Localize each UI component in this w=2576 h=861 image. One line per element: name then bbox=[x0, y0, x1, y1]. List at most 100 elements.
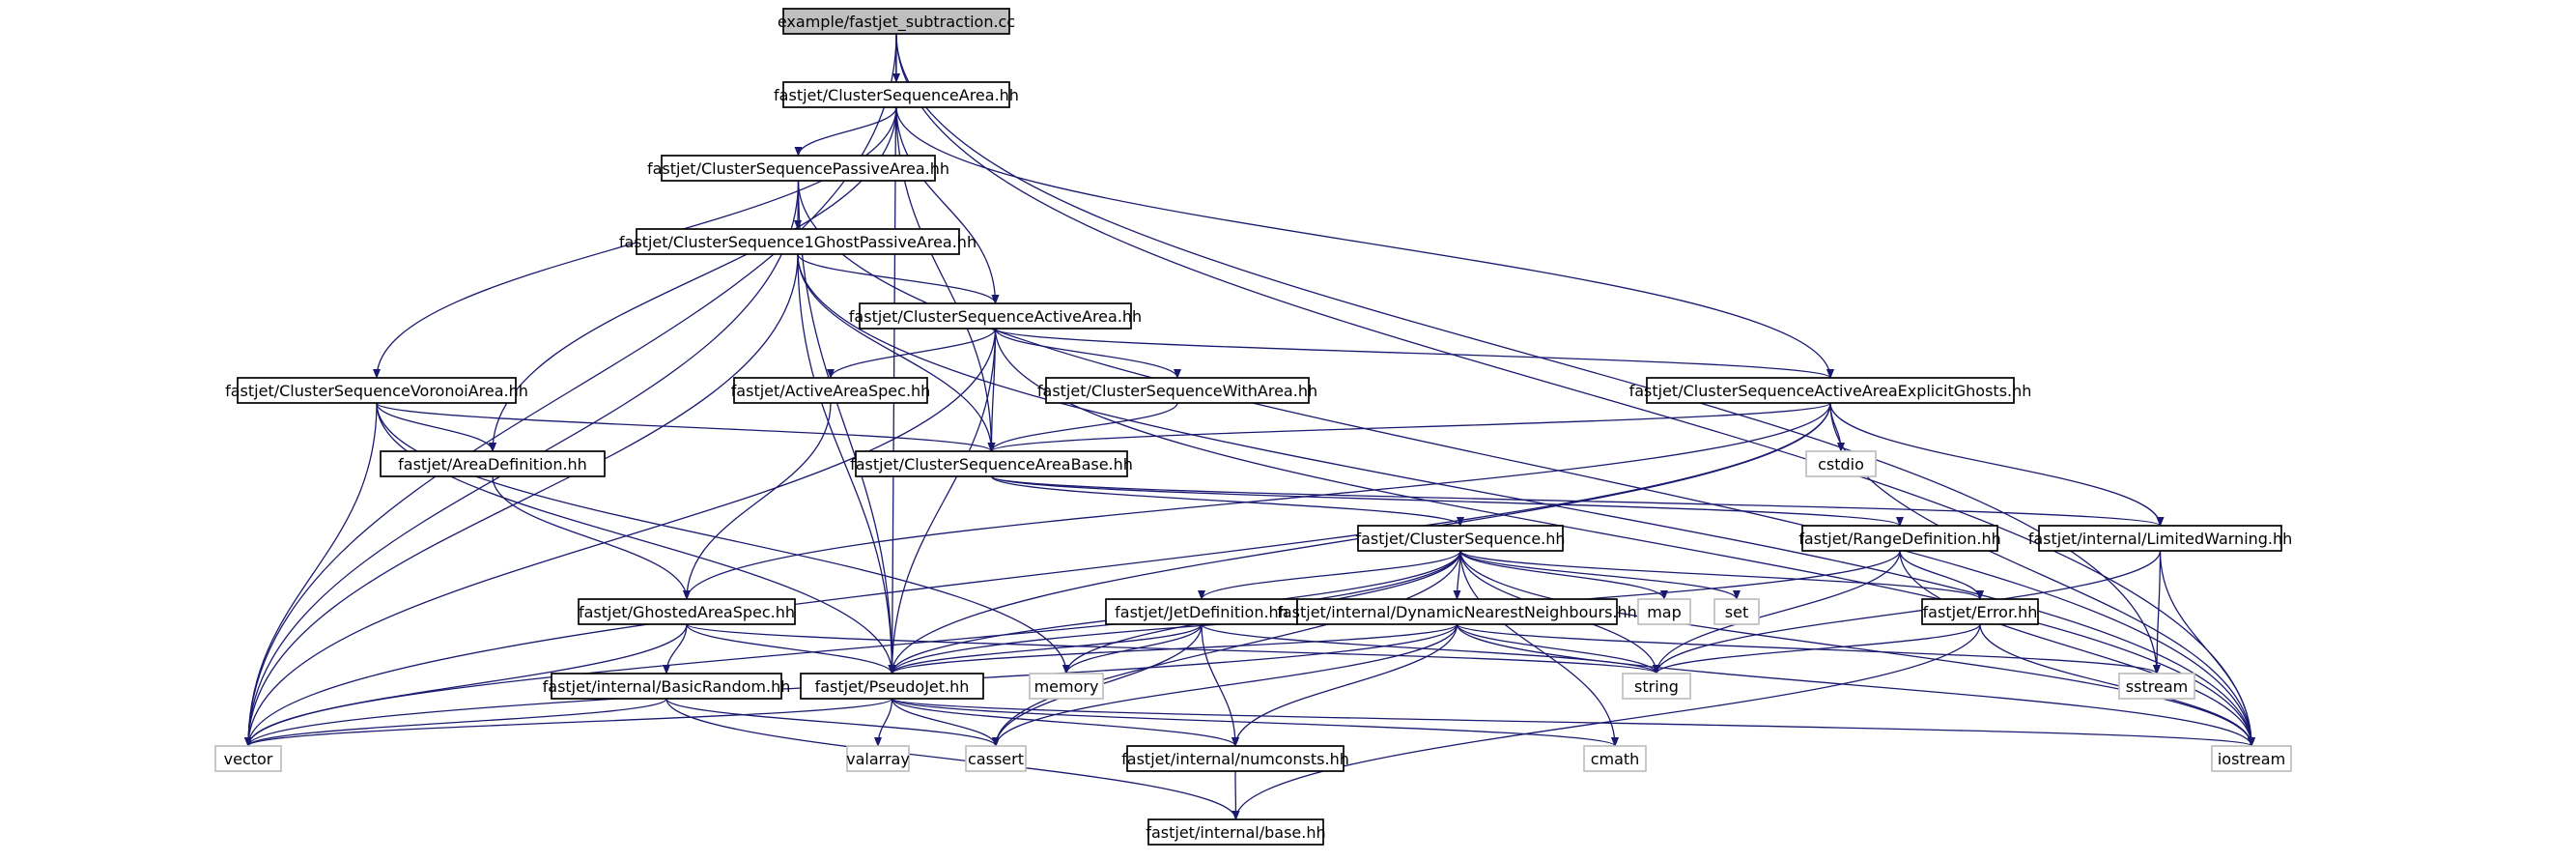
edge-csa-to-csaeg bbox=[895, 106, 1834, 379]
edge-cswa-to-csab bbox=[987, 402, 1178, 452]
edge-csva-to-csab bbox=[376, 402, 996, 452]
edge-root-to-sstream bbox=[895, 33, 2161, 674]
node-label-cspa: fastjet/ClusterSequencePassiveArea.hh bbox=[647, 159, 949, 178]
node-valarray: valarray bbox=[846, 745, 910, 772]
node-lw[interactable]: fastjet/internal/LimitedWarning.hh bbox=[2028, 525, 2293, 552]
node-cs1g[interactable]: fastjet/ClusterSequence1GhostPassiveArea… bbox=[619, 228, 977, 255]
node-gas[interactable]: fastjet/GhostedAreaSpec.hh bbox=[578, 598, 796, 625]
edge-cspa-to-pj bbox=[797, 180, 896, 674]
node-csaeg[interactable]: fastjet/ClusterSequenceActiveAreaExplici… bbox=[1629, 377, 2032, 404]
node-csva[interactable]: fastjet/ClusterSequenceVoronoiArea.hh bbox=[225, 377, 528, 404]
edge-err-to-string bbox=[1653, 623, 1981, 674]
node-cmath: cmath bbox=[1583, 745, 1647, 772]
edge-csva-to-pj bbox=[376, 402, 896, 674]
node-box-aas bbox=[733, 377, 928, 404]
edge-dnn-to-pj bbox=[888, 623, 1458, 674]
node-box-cs1g bbox=[636, 228, 960, 255]
node-jd[interactable]: fastjet/JetDefinition.hh bbox=[1105, 598, 1298, 625]
node-box-br bbox=[551, 673, 782, 700]
node-label-base: fastjet/internal/base.hh bbox=[1146, 823, 1325, 842]
node-label-jd: fastjet/JetDefinition.hh bbox=[1115, 603, 1288, 621]
node-box-nc bbox=[1126, 745, 1345, 772]
node-box-cstdio bbox=[1805, 450, 1877, 477]
node-csa[interactable]: fastjet/ClusterSequenceArea.hh bbox=[774, 81, 1019, 108]
node-root[interactable]: example/fastjet_subtraction.cc bbox=[778, 8, 1015, 35]
edge-dnn-to-nc bbox=[1231, 623, 1458, 747]
node-memory: memory bbox=[1029, 673, 1104, 700]
node-cswa[interactable]: fastjet/ClusterSequenceWithArea.hh bbox=[1037, 377, 1317, 404]
node-nc[interactable]: fastjet/internal/numconsts.hh bbox=[1121, 745, 1349, 772]
edge-csaa-to-pj bbox=[888, 328, 997, 674]
edge-root-to-pj bbox=[888, 33, 897, 674]
edge-csaeg-to-vector bbox=[244, 402, 1831, 747]
node-err[interactable]: fastjet/Error.hh bbox=[1921, 598, 2039, 625]
node-label-string: string bbox=[1634, 677, 1679, 696]
node-box-lw bbox=[2038, 525, 2282, 552]
edge-br-to-cassert bbox=[665, 698, 1000, 747]
node-box-rd bbox=[1801, 525, 1998, 552]
edge-jd-to-string bbox=[1201, 623, 1660, 674]
node-base[interactable]: fastjet/internal/base.hh bbox=[1146, 818, 1326, 846]
edge-root-to-iostream bbox=[895, 33, 2255, 747]
node-set: set bbox=[1713, 598, 1760, 625]
node-aas[interactable]: fastjet/ActiveAreaSpec.hh bbox=[731, 377, 931, 404]
edge-dnn-to-sstream bbox=[1456, 623, 2161, 674]
node-cs[interactable]: fastjet/ClusterSequence.hh bbox=[1355, 525, 1566, 552]
node-rd[interactable]: fastjet/RangeDefinition.hh bbox=[1798, 525, 2001, 552]
node-csaa[interactable]: fastjet/ClusterSequenceActiveArea.hh bbox=[849, 302, 1142, 330]
node-box-valarray bbox=[846, 745, 910, 772]
node-iostream: iostream bbox=[2211, 745, 2292, 772]
node-label-rd: fastjet/RangeDefinition.hh bbox=[1798, 530, 2001, 548]
node-box-iostream bbox=[2211, 745, 2292, 772]
node-box-err bbox=[1921, 598, 2039, 625]
node-label-map: map bbox=[1647, 603, 1682, 621]
node-label-valarray: valarray bbox=[846, 750, 910, 768]
edge-br-to-base bbox=[665, 698, 1240, 820]
node-label-gas: fastjet/GhostedAreaSpec.hh bbox=[579, 603, 795, 621]
node-box-csaa bbox=[859, 302, 1132, 330]
edge-csaa-to-cswa bbox=[994, 328, 1181, 379]
node-box-cassert bbox=[965, 745, 1027, 772]
edge-csaa-to-vector bbox=[244, 328, 997, 747]
edge-csab-to-rd bbox=[990, 475, 1904, 527]
node-box-base bbox=[1147, 818, 1324, 846]
node-label-set: set bbox=[1725, 603, 1748, 621]
node-vector: vector bbox=[214, 745, 282, 772]
node-string: string bbox=[1622, 673, 1691, 700]
edge-cs-to-jd bbox=[1198, 550, 1461, 600]
node-box-csa bbox=[782, 81, 1010, 108]
node-label-csva: fastjet/ClusterSequenceVoronoiArea.hh bbox=[225, 382, 528, 400]
node-label-nc: fastjet/internal/numconsts.hh bbox=[1121, 750, 1349, 768]
node-label-vector: vector bbox=[224, 750, 273, 768]
node-cspa[interactable]: fastjet/ClusterSequencePassiveArea.hh bbox=[647, 155, 949, 182]
node-label-csab: fastjet/ClusterSequenceAreaBase.hh bbox=[850, 455, 1133, 474]
edge-rd-to-err bbox=[1899, 550, 1984, 600]
edge-jd-to-memory bbox=[1062, 623, 1203, 674]
edge-jd-to-nc bbox=[1201, 623, 1239, 747]
edge-csa-to-csaa bbox=[895, 106, 1000, 304]
edge-cs1g-to-csaa bbox=[797, 253, 1000, 304]
node-label-csaeg: fastjet/ClusterSequenceActiveAreaExplici… bbox=[1629, 382, 2032, 400]
node-dnn[interactable]: fastjet/internal/DynamicNearestNeighbour… bbox=[1277, 598, 1637, 625]
node-box-map bbox=[1637, 598, 1691, 625]
edge-dnn-to-iostream bbox=[1456, 623, 2255, 747]
edge-csaa-to-csaeg bbox=[994, 328, 1834, 379]
node-label-ad: fastjet/AreaDefinition.hh bbox=[398, 455, 587, 474]
edge-rd-to-string bbox=[1653, 550, 1901, 674]
node-br[interactable]: fastjet/internal/BasicRandom.hh bbox=[543, 673, 791, 700]
node-csab[interactable]: fastjet/ClusterSequenceAreaBase.hh bbox=[850, 450, 1133, 477]
edge-pj-to-cmath bbox=[891, 698, 1619, 747]
node-box-sstream bbox=[2118, 673, 2195, 700]
node-pj[interactable]: fastjet/PseudoJet.hh bbox=[800, 673, 984, 700]
node-label-cstdio: cstdio bbox=[1818, 455, 1864, 474]
edge-csaeg-to-csab bbox=[987, 402, 1831, 452]
edge-csaa-to-aas bbox=[827, 328, 997, 379]
node-cstdio: cstdio bbox=[1805, 450, 1877, 477]
node-box-ad bbox=[380, 450, 606, 477]
edge-cspa-to-iostream bbox=[797, 180, 2255, 747]
node-box-jd bbox=[1105, 598, 1298, 625]
node-ad[interactable]: fastjet/AreaDefinition.hh bbox=[380, 450, 606, 477]
node-box-csab bbox=[855, 450, 1128, 477]
edge-ad-to-gas bbox=[492, 475, 691, 600]
